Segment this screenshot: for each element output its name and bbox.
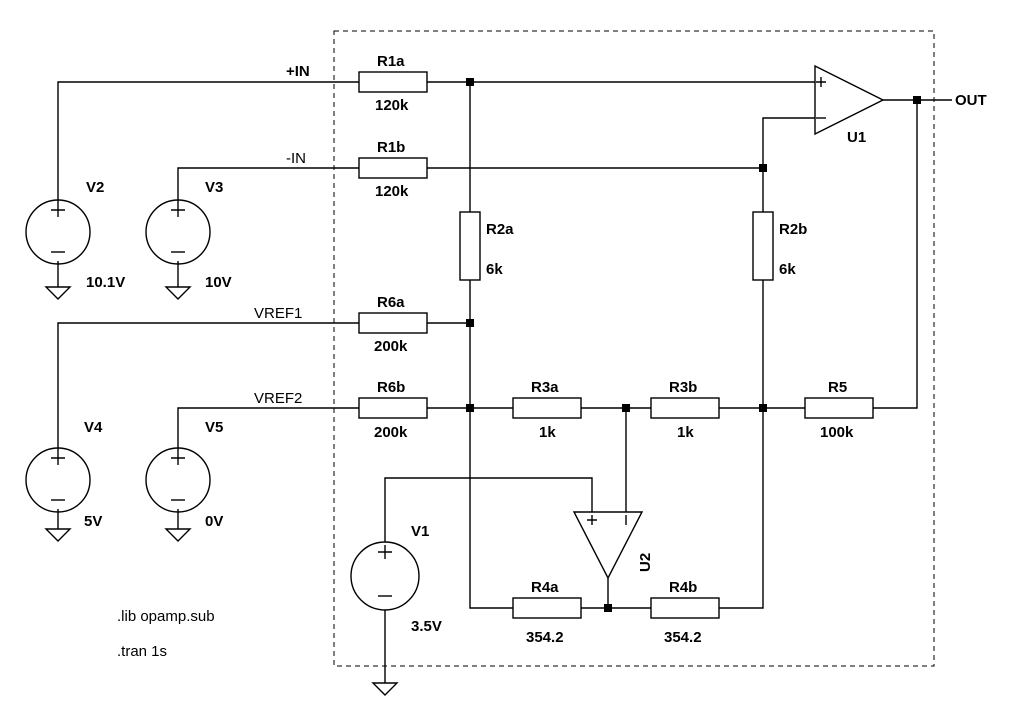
opamp-u1[interactable]: U1	[814, 64, 885, 146]
svg-text:3.5V: 3.5V	[411, 618, 442, 635]
svg-text:100k: 100k	[820, 424, 854, 441]
voltage-source-v4[interactable]: V4 5V	[25, 419, 103, 530]
junctions	[466, 78, 921, 612]
svg-text:U1: U1	[847, 129, 866, 146]
svg-text:R4a: R4a	[531, 579, 559, 596]
svg-text:R1a: R1a	[377, 53, 405, 70]
svg-text:R3a: R3a	[531, 379, 559, 396]
ground-symbols	[44, 286, 399, 696]
resistor-r6a[interactable]: R6a 200k	[358, 294, 428, 355]
resistor-r1b[interactable]: R1b 120k	[358, 139, 428, 200]
spice-directives: .lib opamp.sub .tran 1s	[117, 608, 215, 660]
svg-text:1k: 1k	[677, 424, 694, 441]
svg-text:0V: 0V	[205, 513, 223, 530]
svg-text:V3: V3	[205, 179, 223, 196]
svg-text:6k: 6k	[486, 261, 503, 278]
opamp-u2[interactable]: U2	[572, 511, 654, 580]
net-label-neg-in: -IN	[286, 150, 306, 167]
resistor-r6b[interactable]: R6b 200k	[358, 379, 428, 441]
svg-text:V1: V1	[411, 523, 429, 540]
svg-text:10V: 10V	[205, 274, 232, 291]
net-label-out: OUT	[955, 92, 987, 109]
voltage-source-v3[interactable]: V3 10V	[145, 179, 232, 291]
subcircuit-boundary	[333, 30, 935, 667]
svg-text:R6a: R6a	[377, 294, 405, 311]
svg-text:R3b: R3b	[669, 379, 697, 396]
resistor-r4b[interactable]: R4b 354.2	[650, 579, 720, 646]
svg-text:V5: V5	[205, 419, 223, 436]
svg-text:R1b: R1b	[377, 139, 405, 156]
wires	[57, 81, 952, 683]
resistor-r3a[interactable]: R3a 1k	[512, 379, 582, 441]
resistor-r3b[interactable]: R3b 1k	[650, 379, 720, 441]
voltage-source-v1[interactable]: V1 3.5V	[350, 523, 442, 635]
svg-text:200k: 200k	[374, 338, 408, 355]
svg-text:10.1V: 10.1V	[86, 274, 125, 291]
svg-text:120k: 120k	[375, 183, 409, 200]
resistor-r2b[interactable]: R2b 6k	[752, 211, 807, 281]
svg-text:200k: 200k	[374, 424, 408, 441]
voltage-source-v5[interactable]: V5 0V	[145, 419, 223, 530]
svg-text:1k: 1k	[539, 424, 556, 441]
voltage-source-v2[interactable]: V2 10.1V	[25, 179, 125, 291]
net-label-vref1: VREF1	[254, 305, 302, 322]
net-label-vref2: VREF2	[254, 390, 302, 407]
resistor-r1a[interactable]: R1a 120k	[358, 53, 428, 114]
directive-lib: .lib opamp.sub	[117, 608, 215, 625]
svg-text:120k: 120k	[375, 97, 409, 114]
resistor-r2a[interactable]: R2a 6k	[459, 211, 514, 281]
resistor-r4a[interactable]: R4a 354.2	[512, 579, 582, 646]
svg-text:R2b: R2b	[779, 221, 807, 238]
svg-text:U2: U2	[637, 553, 654, 572]
svg-text:R2a: R2a	[486, 221, 514, 238]
svg-text:354.2: 354.2	[526, 629, 564, 646]
net-label-pos-in: +IN	[286, 63, 310, 80]
svg-text:R4b: R4b	[669, 579, 697, 596]
svg-text:5V: 5V	[84, 513, 102, 530]
svg-text:V2: V2	[86, 179, 104, 196]
svg-text:V4: V4	[84, 419, 103, 436]
svg-text:354.2: 354.2	[664, 629, 702, 646]
resistor-r5[interactable]: R5 100k	[804, 379, 874, 441]
directive-tran: .tran 1s	[117, 643, 167, 660]
net-labels: +IN -IN VREF1 VREF2 OUT	[254, 63, 987, 407]
svg-text:R5: R5	[828, 379, 847, 396]
svg-text:6k: 6k	[779, 261, 796, 278]
svg-text:R6b: R6b	[377, 379, 405, 396]
